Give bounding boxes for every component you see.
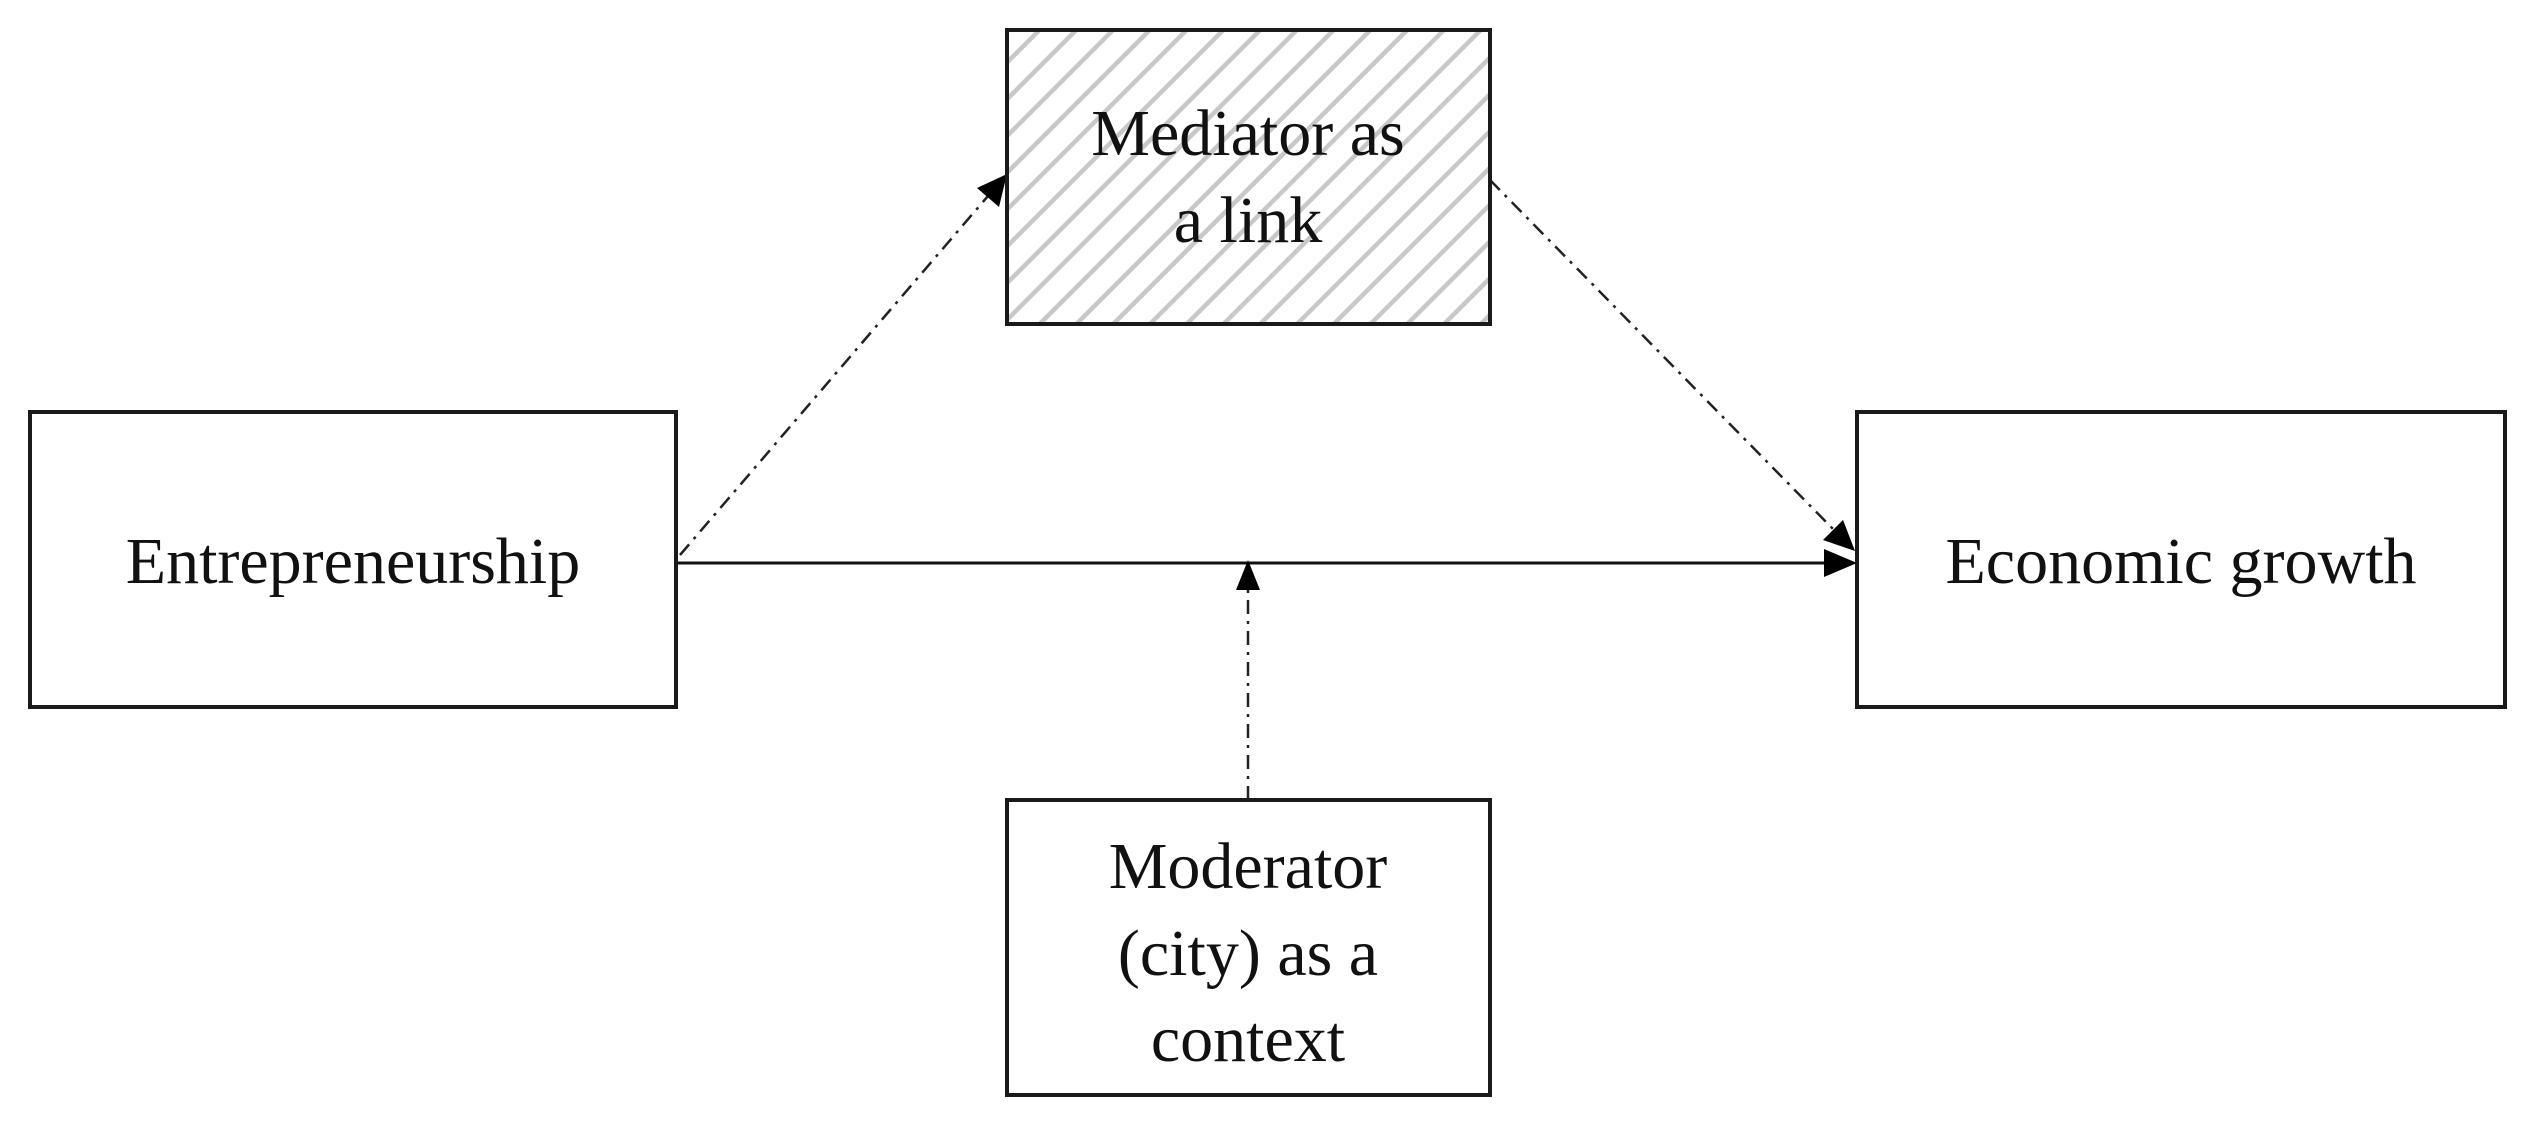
mediator-to-economic-growth-arrowhead xyxy=(1823,520,1855,551)
entrepreneurship-label: Entrepreneurship xyxy=(126,525,581,598)
mediator-label-line-1: Mediator as xyxy=(1091,97,1404,170)
moderator-label-line-1: Moderator xyxy=(1109,830,1388,903)
mediator-box: Mediator as a link xyxy=(1005,28,1492,326)
economic-growth-box: Economic growth xyxy=(1855,410,2507,709)
entrepreneurship-to-mediator-arrow xyxy=(679,195,989,556)
mediator-label-line-2: a link xyxy=(1174,184,1322,257)
direct-effect-arrowhead xyxy=(1824,549,1857,577)
moderator-label-line-2: (city) as a xyxy=(1118,917,1378,990)
moderator-box: Moderator (city) as a context xyxy=(1005,798,1492,1097)
moderator-label-line-3: context xyxy=(1151,1003,1345,1076)
entrepreneurship-box: Entrepreneurship xyxy=(28,410,678,709)
moderator-to-direct-effect-arrowhead xyxy=(1236,560,1260,590)
entrepreneurship-to-mediator-arrowhead xyxy=(977,174,1007,207)
economic-growth-label: Economic growth xyxy=(1945,525,2416,598)
mediator-to-economic-growth-arrow xyxy=(1489,179,1835,531)
